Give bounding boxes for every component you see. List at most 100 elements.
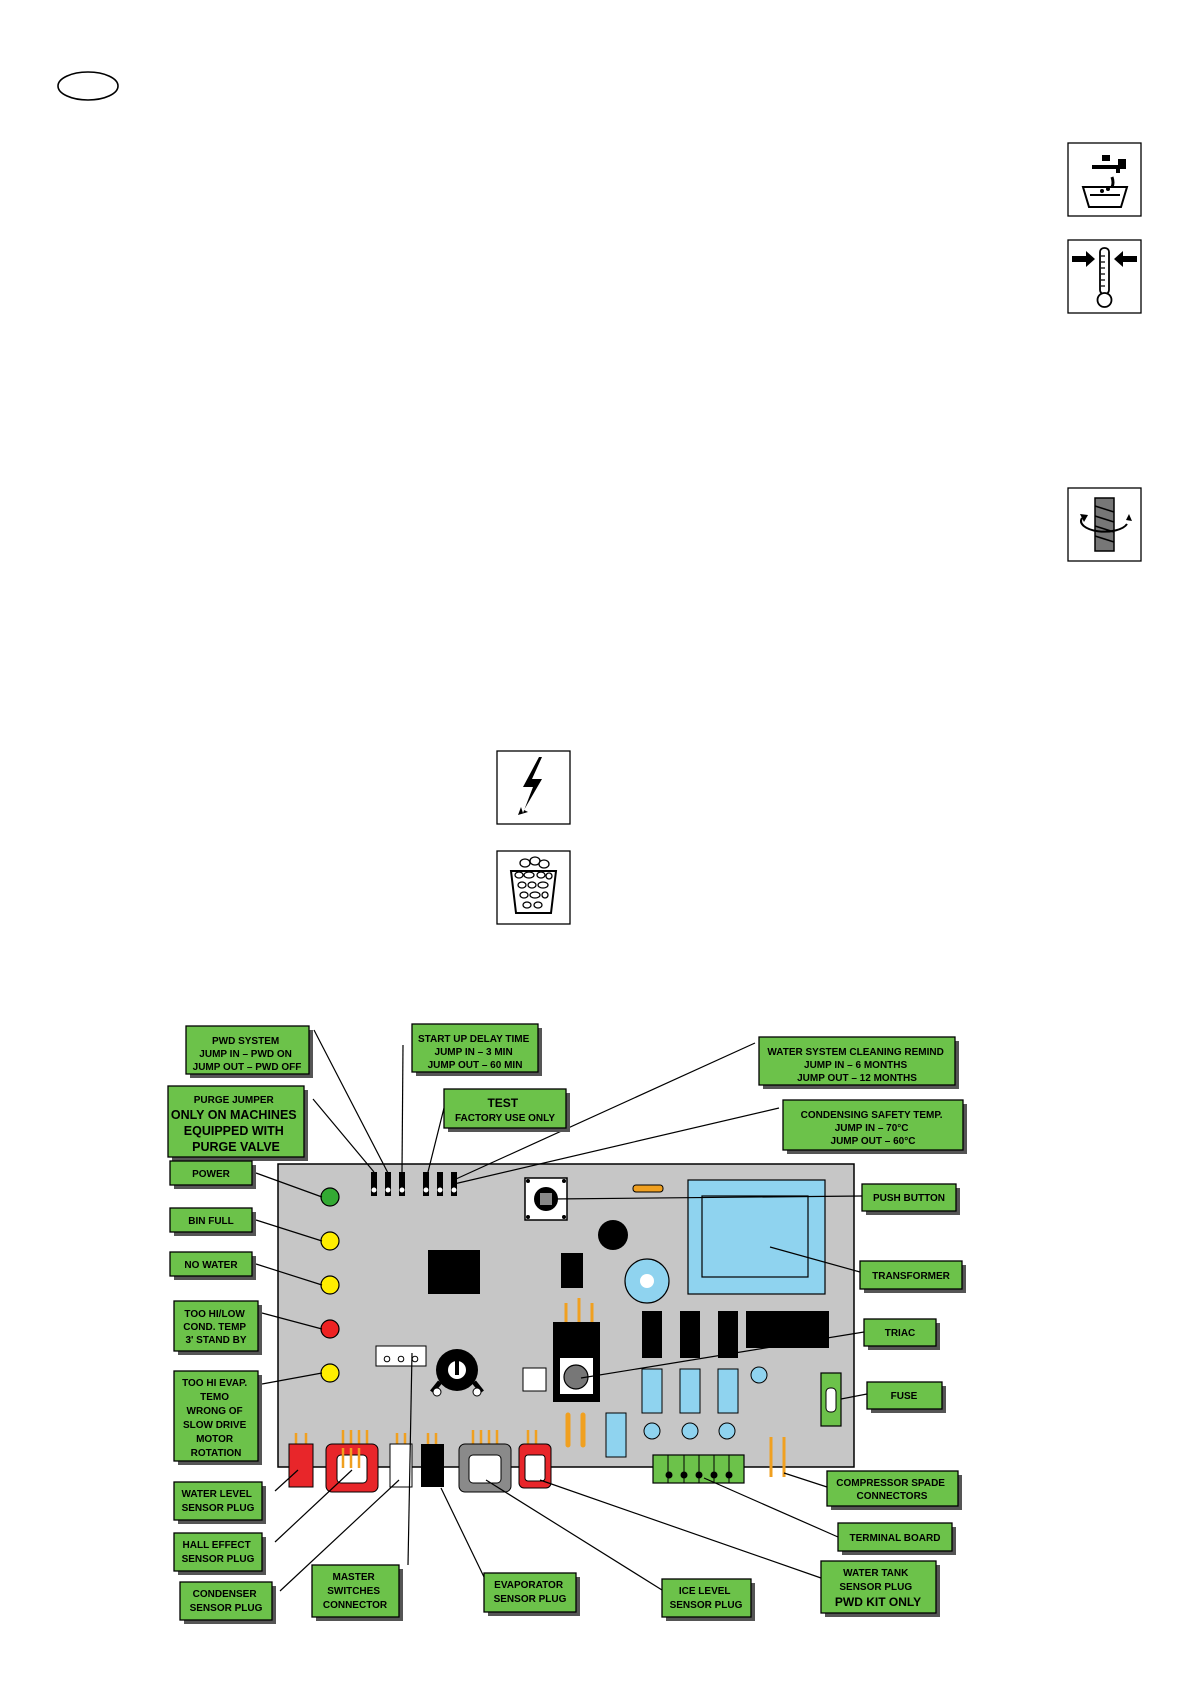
label-water-level-line1: WATER LEVEL — [182, 1489, 252, 1500]
svg-text:TOO HI EVAP. TEMO: TOO HI EVAP. TEMO WRONG OF SLOW DRIVE MO… — [182, 1378, 250, 1459]
label-water-level-line2: SENSOR PLUG — [182, 1503, 255, 1514]
label-fuse: FUSE — [866, 1381, 946, 1413]
triac-component — [746, 1311, 829, 1348]
svg-text:WATER TANK SENSOR PLUG: WATER TANK SENSOR PLUG PWD KIT ONLY — [835, 1563, 921, 1609]
potentiometer — [430, 1349, 484, 1397]
svg-text:TOO HI/LOW COND. TEMP: TOO HI/LOW COND. TEMP 3' STAND BY — [183, 1309, 248, 1346]
fuse-component — [820, 1372, 842, 1427]
label-test-line1: TEST — [487, 1096, 518, 1110]
label-evaporator: EVAPORATOR SENSOR PLUG — [483, 1572, 580, 1616]
label-water-tank-line1: WATER TANK — [843, 1568, 909, 1579]
svg-text:PURGE JUMPER ONLY ON MAC: PURGE JUMPER ONLY ON MACHINES EQUIPPED W… — [171, 1090, 301, 1154]
label-test: TEST FACTORY USE ONLY — [443, 1088, 570, 1132]
language-badge — [57, 71, 119, 101]
label-terminal-board-text: TERMINAL BOARD — [850, 1533, 941, 1544]
led-cond-temp — [320, 1319, 340, 1339]
label-ice-level-line2: SENSOR PLUG — [670, 1600, 743, 1611]
svg-text:EVAPORATOR SENSOR PLUG: EVAPORATOR SENSOR PLUG — [494, 1580, 567, 1605]
label-condensing-safety-line1: CONDENSING SAFETY TEMP. — [801, 1110, 943, 1121]
svg-text:CONDENSER SENSOR PLUG: CONDENSER SENSOR PLUG — [190, 1589, 263, 1614]
evaporator-connector — [421, 1433, 444, 1487]
label-ice-level-line1: ICE LEVEL — [679, 1586, 731, 1597]
label-too-hi-evap-line2: TEMO — [200, 1392, 229, 1403]
label-condensing-safety: CONDENSING SAFETY TEMP. JUMP IN – 70°C J… — [782, 1099, 967, 1154]
label-no-water-text: NO WATER — [184, 1260, 238, 1271]
label-too-hi-low-cond-line2: COND. TEMP — [183, 1322, 246, 1333]
label-too-hi-low-cond-line3: 3' STAND BY — [185, 1335, 246, 1346]
svg-text:PWD SYSTEM JUMP IN – PWD: PWD SYSTEM JUMP IN – PWD ON JUMP OUT – P… — [193, 1036, 302, 1073]
label-power: POWER — [169, 1160, 256, 1189]
relay-2 — [680, 1311, 700, 1358]
label-condensing-safety-line2: JUMP IN – 70°C — [835, 1123, 909, 1134]
label-power-text: POWER — [192, 1169, 231, 1180]
label-ice-level: ICE LEVEL SENSOR PLUG — [661, 1578, 755, 1621]
label-too-hi-evap-line4: SLOW DRIVE — [183, 1420, 247, 1431]
svg-text:ICE LEVEL SENSOR PLUG: ICE LEVEL SENSOR PLUG — [670, 1586, 743, 1611]
auger-rotation-icon — [1067, 487, 1142, 562]
svg-text:WATER LEVEL SENSOR PLUG: WATER LEVEL SENSOR PLUG — [182, 1489, 255, 1514]
label-hall-effect-line2: SENSOR PLUG — [182, 1554, 255, 1565]
label-condenser: CONDENSER SENSOR PLUG — [179, 1581, 276, 1624]
transformer-component — [687, 1179, 826, 1295]
label-master-switches-line1: MASTER — [332, 1572, 375, 1583]
label-too-hi-evap: TOO HI EVAP. TEMO WRONG OF SLOW DRIVE MO… — [173, 1370, 262, 1465]
label-purge-jumper-line3: EQUIPPED WITH — [184, 1124, 284, 1138]
label-condenser-line1: CONDENSER — [193, 1589, 258, 1600]
label-too-hi-evap-line6: ROTATION — [191, 1448, 242, 1459]
relay-3 — [718, 1311, 738, 1358]
label-triac: TRIAC — [863, 1318, 940, 1350]
label-too-hi-low-cond-line1: TOO HI/LOW — [184, 1309, 245, 1320]
leader-lines — [255, 1029, 868, 1592]
label-compressor-spade: COMPRESSOR SPADE CONNECTORS — [826, 1470, 962, 1510]
label-fuse-text: FUSE — [891, 1391, 918, 1402]
ice-bin-icon — [496, 850, 571, 925]
condenser-connector — [389, 1433, 413, 1488]
label-evaporator-line1: EVAPORATOR — [494, 1580, 564, 1591]
label-start-up-delay: START UP DELAY TIME JUMP IN – 3 MIN JUMP… — [411, 1023, 542, 1076]
label-hall-effect-line1: HALL EFFECT — [183, 1540, 251, 1551]
svg-text:TEST FACTORY USE ONLY: TEST FACTORY USE ONLY — [455, 1094, 555, 1124]
svg-text:WATER SYSTEM CLEANING REMIND: WATER SYSTEM CLEANING REMIND JUMP IN – 6… — [767, 1047, 946, 1084]
label-hall-effect: HALL EFFECT SENSOR PLUG — [173, 1532, 266, 1575]
label-too-hi-low-cond: TOO HI/LOW COND. TEMP 3' STAND BY — [173, 1300, 262, 1355]
label-transformer: TRANSFORMER — [859, 1260, 966, 1293]
label-no-water: NO WATER — [169, 1251, 256, 1280]
water-tap-icon — [1067, 142, 1142, 217]
led-evap-temp — [320, 1363, 340, 1383]
label-water-level: WATER LEVEL SENSOR PLUG — [173, 1481, 266, 1524]
label-compressor-spade-line1: COMPRESSOR SPADE — [836, 1478, 945, 1489]
label-pwd-system: PWD SYSTEM JUMP IN – PWD ON JUMP OUT – P… — [185, 1025, 313, 1078]
svg-text:MASTER SWITCHES CO: MASTER SWITCHES CONNECTOR — [323, 1572, 388, 1611]
label-purge-jumper: PURGE JUMPER ONLY ON MACHINES EQUIPPED W… — [167, 1085, 308, 1161]
label-water-system-cleaning: WATER SYSTEM CLEANING REMIND JUMP IN – 6… — [758, 1036, 959, 1089]
label-water-system-cleaning-line3: JUMP OUT – 12 MONTHS — [797, 1073, 917, 1084]
label-master-switches-line3: CONNECTOR — [323, 1600, 388, 1611]
label-water-system-cleaning-line1: WATER SYSTEM CLEANING REMIND — [767, 1047, 943, 1058]
label-push-button-text: PUSH BUTTON — [873, 1193, 945, 1204]
label-compressor-spade-line2: CONNECTORS — [857, 1491, 928, 1502]
master-switches-connector — [375, 1345, 427, 1367]
label-bin-full-text: BIN FULL — [188, 1216, 234, 1227]
small-black-component — [561, 1253, 583, 1288]
label-master-switches: MASTER SWITCHES CONNECTOR — [311, 1564, 403, 1621]
lightning-icon — [496, 750, 571, 825]
thermometer-icon — [1067, 239, 1142, 314]
label-water-tank-line3: PWD KIT ONLY — [835, 1595, 921, 1609]
label-water-tank: WATER TANK SENSOR PLUG PWD KIT ONLY — [820, 1560, 940, 1617]
terminal-board-component — [652, 1454, 745, 1484]
label-pwd-system-line2: JUMP IN – PWD ON — [199, 1049, 292, 1060]
label-master-switches-line2: SWITCHES — [327, 1586, 380, 1597]
led-bin-full — [320, 1231, 340, 1251]
label-start-up-delay-line2: JUMP IN – 3 MIN — [435, 1047, 513, 1058]
label-bin-full: BIN FULL — [169, 1207, 256, 1236]
circuit-board — [277, 1163, 855, 1493]
label-pwd-system-line1: PWD SYSTEM — [212, 1036, 279, 1047]
label-start-up-delay-line3: JUMP OUT – 60 MIN — [428, 1060, 523, 1071]
label-purge-jumper-line4: PURGE VALVE — [192, 1140, 280, 1154]
label-condensing-safety-line3: JUMP OUT – 60°C — [831, 1136, 916, 1147]
jumper-pins-right — [423, 1172, 457, 1196]
svg-text:COMPRESSOR SPADE CONNECT: COMPRESSOR SPADE CONNECTORS — [836, 1478, 948, 1502]
label-water-system-cleaning-line2: JUMP IN – 6 MONTHS — [804, 1060, 907, 1071]
water-level-connector — [288, 1433, 314, 1488]
